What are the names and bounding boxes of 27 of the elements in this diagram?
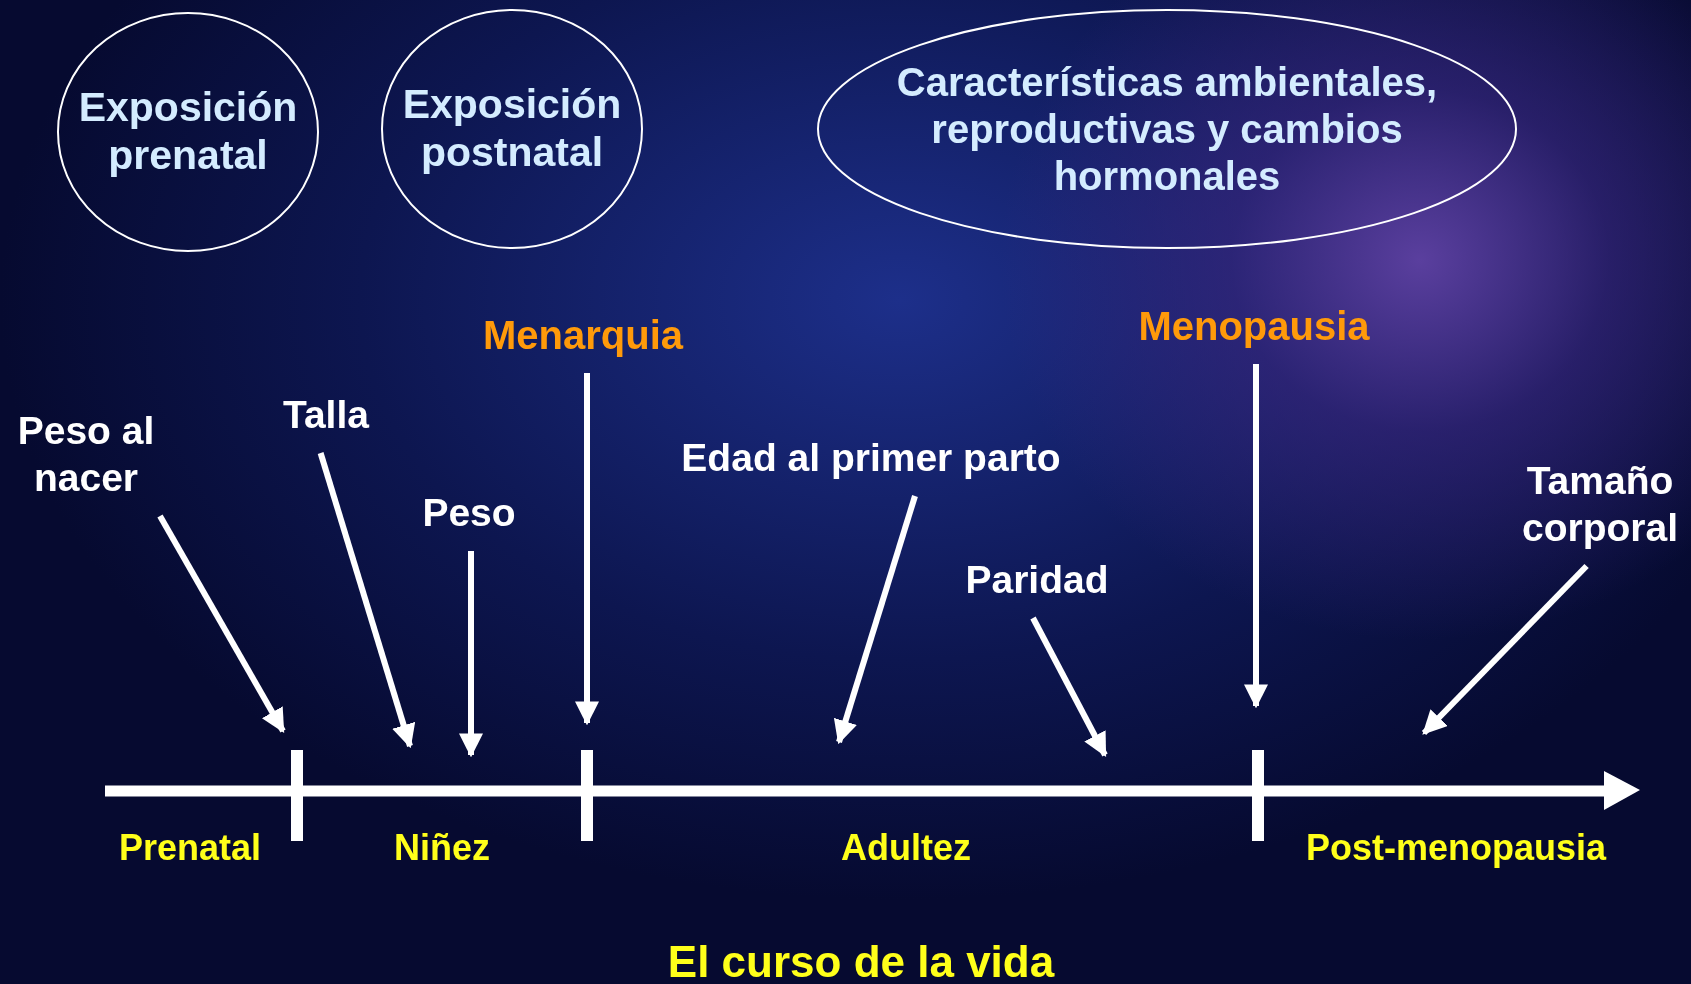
timeline-label: Menopausia [1119, 302, 1389, 350]
arrow [575, 373, 599, 726]
arrow [1030, 616, 1108, 758]
phase-label: Prenatal [117, 826, 263, 870]
ellipse-node [817, 9, 1517, 249]
ellipse-text: Exposición postnatal [401, 81, 623, 177]
ellipse-text: Exposición prenatal [77, 84, 299, 180]
arrow [1244, 364, 1268, 709]
phase-label: Post-menopausia [1304, 826, 1608, 870]
arrow [833, 495, 918, 745]
arrow [157, 514, 286, 734]
timeline-label: Talla [256, 392, 396, 439]
arrow [459, 551, 483, 758]
timeline-label: Edad al primer parto [651, 435, 1091, 482]
arrow [317, 452, 416, 749]
timeline-label: Tamaño corporal [1510, 458, 1690, 552]
arrow [1421, 563, 1589, 736]
ellipse-node [381, 9, 643, 249]
ellipse-text: Características ambientales, reproductivas y cambios hormonales [895, 59, 1439, 200]
timeline-label: Menarquia [453, 311, 713, 359]
title: El curso de la vida [666, 936, 1056, 984]
phase-label: Adultez [840, 826, 972, 870]
phase-label: Niñez [393, 826, 491, 870]
timeline-label: Peso al nacer [0, 408, 176, 502]
timeline-label: Peso [399, 490, 539, 537]
timeline-label: Paridad [947, 557, 1127, 604]
ellipse-node [57, 12, 319, 252]
